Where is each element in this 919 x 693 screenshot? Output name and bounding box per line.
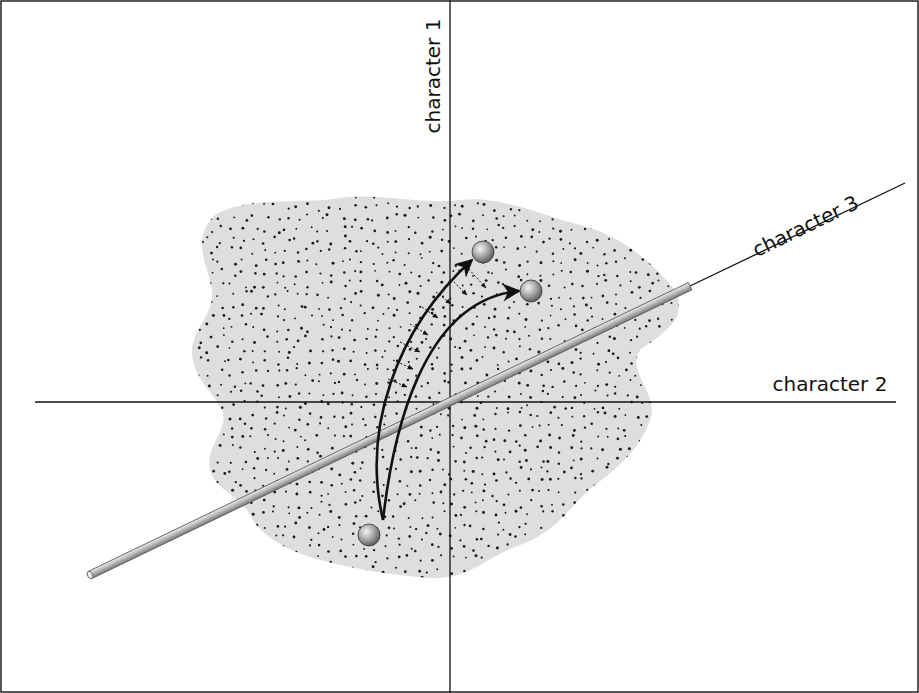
axis-line <box>449 0 450 693</box>
state-sphere <box>520 280 542 302</box>
population-cloud <box>192 196 679 578</box>
trajectory-curve <box>377 260 472 520</box>
state-sphere <box>472 241 494 263</box>
stipple-dots <box>183 191 689 586</box>
axis-line <box>35 401 896 402</box>
projection-arrows <box>388 266 486 387</box>
axis-label: character 1 <box>423 19 443 134</box>
axis-line <box>690 183 905 286</box>
state-sphere <box>358 524 380 546</box>
trajectory-curve <box>383 291 519 520</box>
axis-rod <box>86 283 692 580</box>
axis-label: character 3 <box>749 192 861 260</box>
axis-label: character 2 <box>773 374 888 394</box>
